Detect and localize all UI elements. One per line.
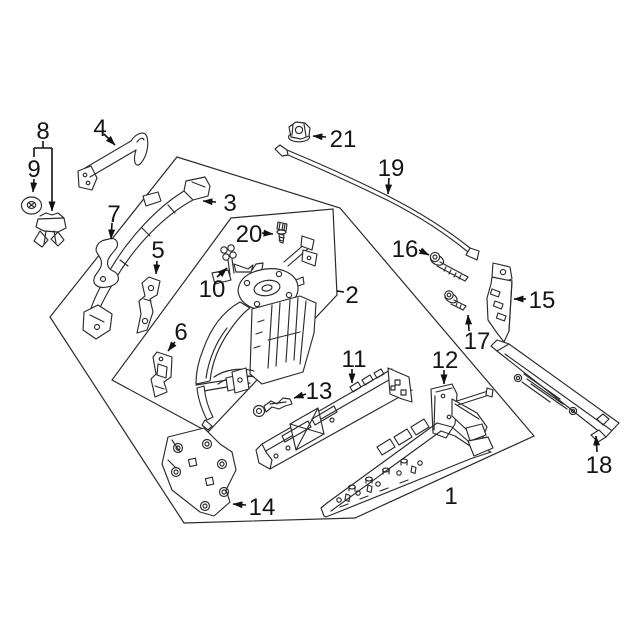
callout-label-12: 12 xyxy=(432,347,459,374)
leader-10 xyxy=(216,267,228,278)
callout-label-10: 10 xyxy=(199,276,226,303)
part-5-drawing xyxy=(136,276,161,334)
leader-18 xyxy=(593,435,601,453)
part-6-drawing xyxy=(150,351,173,398)
part-7-drawing xyxy=(93,238,119,289)
callout-label-4: 4 xyxy=(93,115,106,142)
leader-19 xyxy=(385,177,393,195)
part-8-drawing xyxy=(33,212,67,248)
callout-label-15: 15 xyxy=(529,287,556,314)
part-20-drawing xyxy=(276,221,288,244)
leader-21 xyxy=(312,133,327,141)
leader-7 xyxy=(108,222,116,240)
part-3-drawing xyxy=(82,176,211,340)
callout-label-13: 13 xyxy=(306,378,333,405)
part-4-drawing xyxy=(77,132,149,191)
part-18-drawing xyxy=(490,339,620,443)
leader-17 xyxy=(465,314,473,332)
part-15-drawing xyxy=(486,262,513,343)
callout-label-8: 8 xyxy=(36,118,49,145)
callout-label-1: 1 xyxy=(444,483,457,510)
leader-lines xyxy=(30,133,601,509)
part-21-drawing xyxy=(287,121,311,143)
leader-14 xyxy=(232,501,247,509)
part-19-drawing xyxy=(274,144,480,261)
leader-5 xyxy=(153,260,161,275)
callout-label-18: 18 xyxy=(586,452,613,479)
leader-16 xyxy=(418,247,430,256)
outer-panel-outline xyxy=(49,156,535,524)
callout-label-14: 14 xyxy=(249,494,276,521)
part-12-drawing xyxy=(430,383,494,442)
callout-label-6: 6 xyxy=(174,319,187,346)
part-9-drawing xyxy=(20,196,43,215)
part-11-drawing xyxy=(255,367,413,470)
part-16-drawing xyxy=(429,251,469,282)
leader-3 xyxy=(202,198,217,206)
leader-9 xyxy=(30,178,38,193)
leader-6 xyxy=(167,341,177,352)
part-1-frame-rail-drawing xyxy=(320,418,494,518)
callout-label-17: 17 xyxy=(464,328,491,355)
leader-20 xyxy=(261,229,274,237)
callout-label-11: 11 xyxy=(342,346,367,373)
callout-label-21: 21 xyxy=(330,126,357,153)
callout-label-16: 16 xyxy=(392,236,419,263)
callout-label-7: 7 xyxy=(107,201,120,228)
part-13-drawing xyxy=(252,397,293,418)
part-17-drawing xyxy=(444,290,467,311)
callout-label-9: 9 xyxy=(27,156,40,183)
leader-13 xyxy=(293,391,307,399)
callout-label-20: 20 xyxy=(236,221,263,248)
callout-label-5: 5 xyxy=(151,237,164,264)
leader-4 xyxy=(103,133,116,146)
callout-label-19: 19 xyxy=(378,155,405,182)
leader-8-bracket xyxy=(33,141,52,157)
callout-label-2: 2 xyxy=(345,282,358,309)
callout-label-3: 3 xyxy=(223,190,236,217)
part-2-strut-tower-drawing xyxy=(195,235,318,431)
part-10-drawing xyxy=(220,244,254,276)
callout-labels: 1 2 3 4 5 6 7 8 9 10 11 12 13 14 15 16 1… xyxy=(27,115,612,521)
leader-2-tick xyxy=(336,290,345,293)
part-14-drawing xyxy=(161,427,237,517)
